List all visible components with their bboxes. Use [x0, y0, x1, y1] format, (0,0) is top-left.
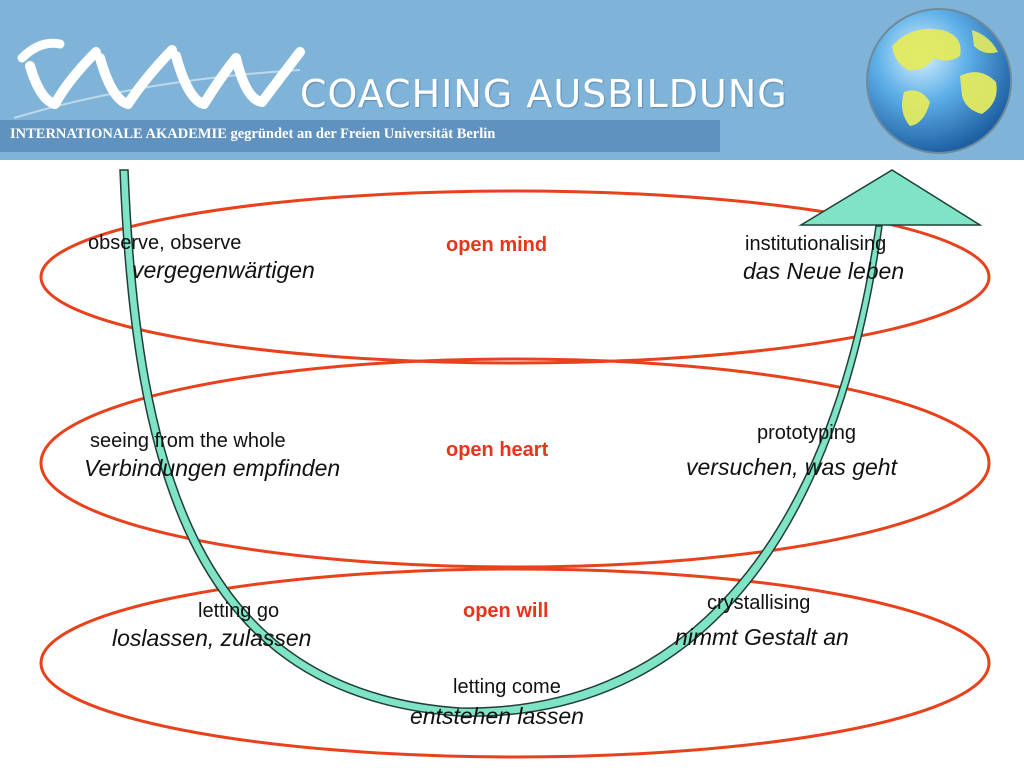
label-crystallising: crystallising — [707, 592, 811, 614]
label-letting-come: letting come — [453, 676, 561, 698]
u-curve-band — [119, 169, 883, 717]
level-ellipse-open-heart — [39, 357, 991, 569]
label-open-heart: open heart — [446, 439, 549, 461]
level-ellipse-open-will — [39, 567, 991, 759]
label-das-neue-leben: das Neue leben — [743, 258, 905, 284]
label-versuchen-was-geht: versuchen, was geht — [686, 454, 897, 480]
header-banner: COACHING AUSBILDUNG INTERNATIONALE AKADE… — [0, 0, 1024, 160]
label-open-mind: open mind — [446, 234, 548, 256]
label-letting-go: letting go — [198, 600, 280, 622]
label-open-will: open will — [463, 600, 549, 622]
label-nimmt-gestalt-an: nimmt Gestalt an — [675, 624, 849, 650]
label-vergegenwaertigen: vergegenwärtigen — [132, 257, 315, 283]
label-institutionalising: institutionalising — [745, 233, 887, 255]
academy-subtitle: INTERNATIONALE AKADEMIE gegründet an der… — [10, 126, 496, 142]
ivvw-logo — [13, 38, 305, 119]
label-prototyping: prototyping — [757, 422, 856, 444]
level-ellipse-open-mind — [39, 189, 991, 365]
brand-title: COACHING AUSBILDUNG — [300, 72, 788, 116]
label-observe: observe, observe — [88, 232, 242, 254]
label-verbindungen-empfinden: Verbindungen empfinden — [84, 455, 341, 481]
arrow-head-icon — [798, 169, 983, 226]
label-entstehen-lassen: entstehen lassen — [410, 703, 584, 729]
subtitle-bar — [0, 120, 720, 152]
label-loslassen-zulassen: loslassen, zulassen — [112, 625, 312, 651]
label-seeing-from-the-whole: seeing from the whole — [90, 430, 286, 452]
globe-icon — [866, 8, 1012, 154]
